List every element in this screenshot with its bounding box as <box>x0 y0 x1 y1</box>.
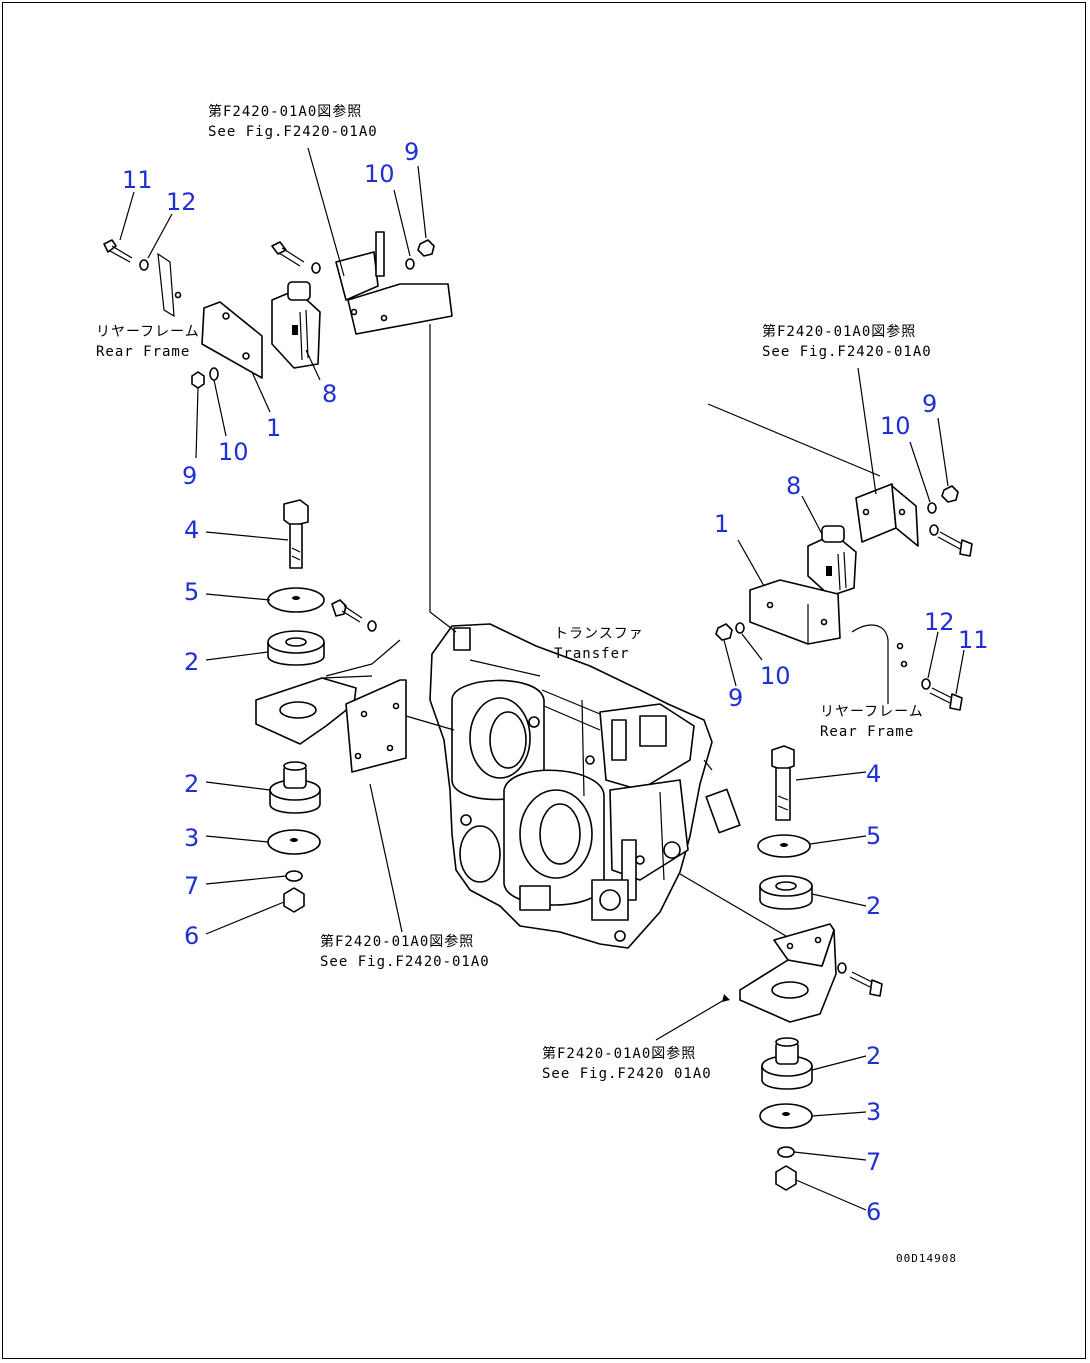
callout-3-left: 3 <box>184 824 199 852</box>
bolt-11-top-left <box>103 239 133 263</box>
cushion-2-upper-right <box>759 875 813 910</box>
note-rear-frame-right-jp: リヤーフレーム <box>820 704 924 720</box>
callout-1-top-left: 1 <box>266 414 281 442</box>
cushion-2-lower-right <box>761 1037 813 1090</box>
note-rear-frame-right-en: Rear Frame <box>820 724 914 740</box>
top-left-mount-assembly <box>103 231 453 389</box>
washer-3-left <box>267 829 321 855</box>
right-mount-stack <box>739 745 883 1191</box>
cushion-2-upper-left <box>267 630 325 666</box>
callout-12-top-left: 12 <box>166 188 197 216</box>
callout-6-right: 6 <box>866 1198 881 1226</box>
left-mount-stack <box>255 499 407 913</box>
washer-10-right-bottom <box>735 622 745 634</box>
lockwasher-7-left <box>285 870 303 882</box>
nut-9-top-left-upper <box>417 239 435 257</box>
callout-9-top: 9 <box>404 138 419 166</box>
note-center-ref-jp: 第F2420-01A0図参照 <box>320 933 474 950</box>
bolt-11-right <box>929 687 963 711</box>
callout-4-right: 4 <box>866 760 881 788</box>
note-center-ref-en: See Fig.F2420-01A0 <box>320 954 490 970</box>
callout-12-right: 12 <box>924 608 955 636</box>
cushion-2-lower-left <box>269 761 321 814</box>
callout-2-right-lower: 2 <box>866 1042 881 1070</box>
callout-3-right: 3 <box>866 1098 881 1126</box>
callout-8-right: 8 <box>786 472 801 500</box>
note-top-ref-en: See Fig.F2420-01A0 <box>208 124 378 140</box>
callout-4-left: 4 <box>184 516 199 544</box>
callout-10-right-bottom: 10 <box>760 662 791 690</box>
washer-3-right <box>759 1103 813 1129</box>
rear-frame-edge-right <box>851 624 889 704</box>
note-rear-frame-left-jp: リヤーフレーム <box>96 324 200 340</box>
mount-bracket-top-left <box>335 231 453 335</box>
note-bottom-ref-en: See Fig.F2420 01A0 <box>542 1066 712 1082</box>
note-transfer-jp: トランスファ <box>554 626 644 642</box>
rubber-mount-8-top-left <box>271 281 321 369</box>
bracket-plate-1-top-left <box>201 301 263 379</box>
callout-10-top: 10 <box>364 160 395 188</box>
rubber-mount-8-right <box>807 525 857 597</box>
callout-7-left: 7 <box>184 872 199 900</box>
callout-9-right-top: 9 <box>922 390 937 418</box>
lockwasher-7-right <box>777 1146 795 1158</box>
leader-lines <box>119 147 965 1211</box>
note-right-ref-en: See Fig.F2420-01A0 <box>762 344 932 360</box>
callout-2-right-upper: 2 <box>866 892 881 920</box>
bolt-right-bracket <box>937 531 973 557</box>
washer-12-right <box>921 678 931 690</box>
callout-11-top-left: 11 <box>122 166 153 194</box>
mount-bracket-right <box>855 483 919 547</box>
bracket-plate-1-right <box>749 579 841 645</box>
callout-5-left: 5 <box>184 578 199 606</box>
bolt-top-left-bracket <box>271 241 321 274</box>
callout-9-right-bottom: 9 <box>728 684 743 712</box>
right-mount-assembly <box>707 403 973 711</box>
note-rear-frame-left-en: Rear Frame <box>96 344 190 360</box>
washer-10-right-top <box>927 502 937 514</box>
nut-9-right-bottom <box>715 623 733 641</box>
nut-9-right-top <box>941 485 959 503</box>
washer-10-top-left-upper <box>405 258 415 270</box>
callout-10-top-left-lower: 10 <box>218 438 249 466</box>
transfer-housing <box>429 623 741 949</box>
bolt-left-bracket <box>331 599 377 632</box>
washer-right-bracket <box>929 524 939 536</box>
callout-2-left-upper: 2 <box>184 648 199 676</box>
nut-6-right <box>775 1165 797 1191</box>
drawing-id: 00D14908 <box>896 1252 957 1265</box>
callout-2-left-lower: 2 <box>184 770 199 798</box>
mount-bracket-right-lower <box>739 923 837 1023</box>
washer-12-top-left <box>139 259 149 271</box>
rear-frame-edge-left <box>157 252 175 318</box>
note-right-ref-jp: 第F2420-01A0図参照 <box>762 323 916 340</box>
bolt-right-lower-bracket <box>837 962 883 997</box>
mount-bracket-left <box>255 675 407 773</box>
note-bottom-ref-jp: 第F2420-01A0図参照 <box>542 1045 696 1062</box>
washer-5-left <box>267 587 325 613</box>
callout-11-right: 11 <box>958 626 989 654</box>
callout-numbers: 11 12 10 9 8 1 9 10 4 5 2 2 3 7 6 9 10 8… <box>122 138 989 1226</box>
note-transfer-en: Transfer <box>554 646 629 662</box>
callout-9-top-left-lower: 9 <box>182 462 197 490</box>
callout-5-right: 5 <box>866 822 881 850</box>
washer-10-top-left <box>209 367 219 381</box>
bolt-4-left <box>283 499 309 569</box>
washer-5-right <box>757 834 811 858</box>
callout-10-right-top: 10 <box>880 412 911 440</box>
reference-notes: 第F2420-01A0図参照 See Fig.F2420-01A0 リヤーフレー… <box>96 103 957 1265</box>
nut-9-top-left <box>191 371 205 389</box>
callout-8-top-left: 8 <box>322 380 337 408</box>
note-top-ref-jp: 第F2420-01A0図参照 <box>208 103 362 120</box>
nut-6-left <box>283 887 305 913</box>
callout-6-left: 6 <box>184 922 199 950</box>
callout-1-right: 1 <box>714 510 729 538</box>
bolt-4-right <box>771 745 795 821</box>
callout-7-right: 7 <box>866 1148 881 1176</box>
